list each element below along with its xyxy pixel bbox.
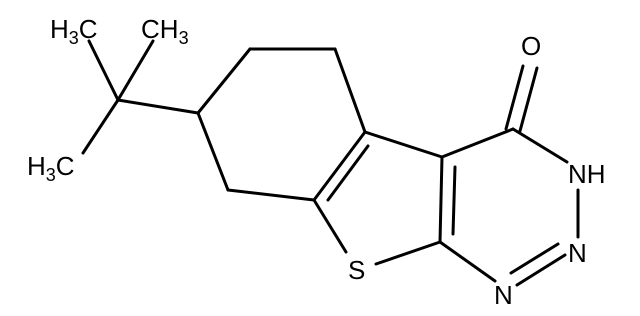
bond-n-n-inner [509,242,560,275]
bond-n-n-outer [515,253,567,287]
cyclohexene-ring-bonds [196,47,370,202]
bond-ct-ch3-top-right [116,39,155,102]
bond-ct-ring [116,98,200,115]
ch3-top-left-label: H3C [50,14,98,48]
bond-c4-o [504,64,525,131]
ch3-top-right-label: CH3 [141,14,189,48]
bond-ct-ch3-left [81,98,120,155]
bond-s-c9a [374,240,442,266]
bond-c4-nh [511,127,569,164]
bond-c4b-c9a-inner [451,165,457,236]
bond-c4b-c9a [438,155,444,244]
bond-c8a-c4a [312,130,367,202]
triazinone-ring-bonds [438,64,580,287]
sulfur-label: S [348,255,365,285]
bond-c4a-c4b [363,130,444,159]
nitrogen-lower-label: N [494,280,513,310]
bond-c8a-s [312,198,348,254]
bond-c8a-c4a-inner [326,144,370,202]
bond-c8-c8a [226,188,316,202]
nh-label: NH [568,159,606,189]
bond-ct-ch3-top-left [87,39,120,102]
tert-butyl-bonds [81,39,200,155]
nitrogen-upper-label: N [568,238,587,268]
ch3-left-label: H3C [27,151,75,185]
oxygen-label: O [521,31,541,61]
bond-c5-c4a [333,47,367,134]
thiophene-ring-bonds [312,130,457,266]
bond-c7-c6 [196,47,252,115]
bond-c4b-c4 [440,127,515,159]
bond-c7-c8 [196,111,230,192]
bond-c4-o-double [518,66,539,133]
bond-n-c9a [438,240,497,283]
